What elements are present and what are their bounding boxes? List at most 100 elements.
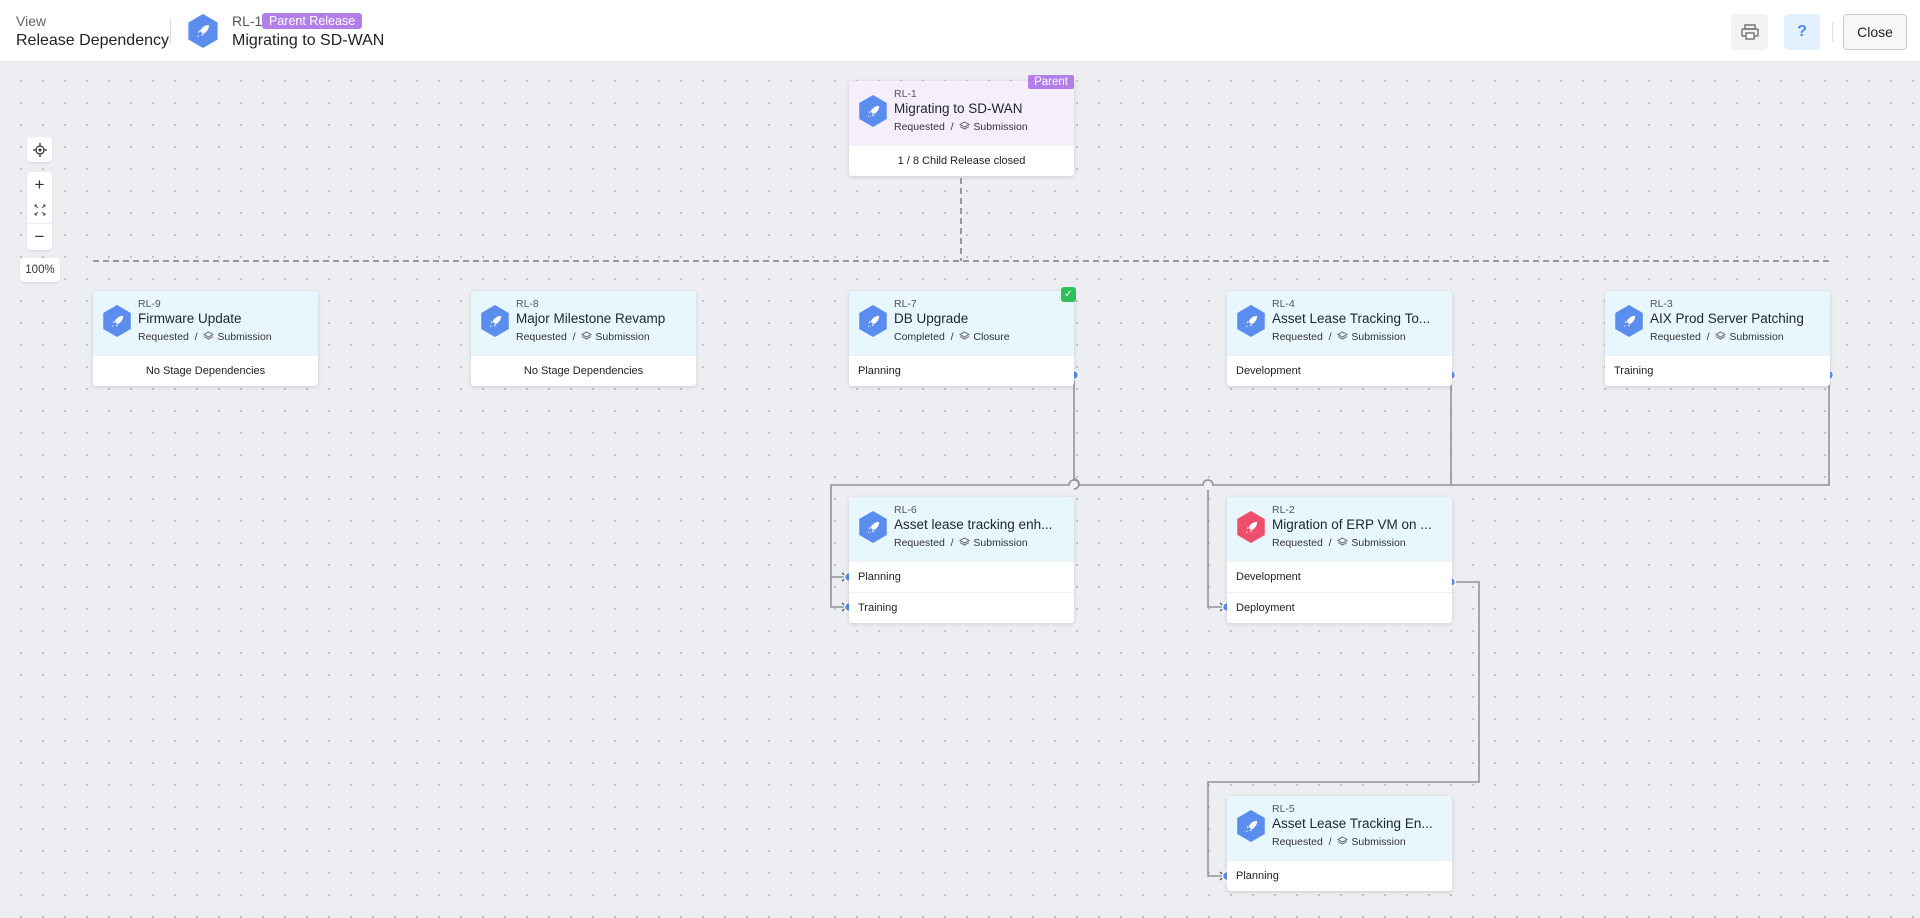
rocket-icon [1237, 511, 1265, 543]
expand-icon [34, 204, 45, 216]
divider [170, 18, 171, 45]
printer-icon [1740, 24, 1759, 40]
page-title: Release Dependency [16, 32, 169, 49]
rocket-icon [859, 95, 887, 127]
separator: / [950, 537, 954, 549]
stage-layers-icon [959, 537, 971, 546]
release-id: RL-1 [894, 88, 917, 100]
dependency-links [93, 178, 1835, 882]
stage-layers-icon [1337, 836, 1349, 845]
stage-layers-icon [203, 331, 215, 340]
close-button[interactable]: Close [1843, 14, 1907, 50]
release-name: Firmware Update [138, 311, 242, 326]
stage-row: Development [1227, 355, 1452, 386]
rocket-glyph [1245, 521, 1257, 533]
release-name: Asset Lease Tracking To... [1272, 311, 1431, 326]
help-button[interactable]: ? [1784, 14, 1820, 50]
parent-release-card[interactable]: Parent RL-1 Migrating to SD-WAN Requested… [849, 75, 1074, 176]
release-id: RL-6 [894, 504, 917, 516]
fit-screen-button[interactable] [34, 197, 46, 223]
rocket-icon [481, 305, 509, 337]
rocket-glyph [867, 315, 879, 327]
status-line: Requested / Submission [894, 121, 1028, 133]
stage: Submission [1351, 836, 1406, 848]
separator: / [1328, 331, 1332, 343]
recenter-button[interactable] [27, 137, 52, 162]
status: Requested [1272, 836, 1323, 848]
rocket-icon [859, 511, 887, 543]
release-id: RL-4 [1272, 298, 1295, 310]
status-line: Requested / Submission [516, 331, 650, 343]
rocket-icon [188, 14, 218, 48]
stage-row: Planning [1227, 860, 1452, 891]
stage-layers-icon [1337, 537, 1349, 546]
stage-layers-icon [1337, 331, 1349, 340]
rocket-glyph [1245, 820, 1257, 832]
rocket-glyph [1623, 315, 1635, 327]
stage: Submission [595, 331, 650, 343]
release-card-rl-6[interactable]: RL-6 Asset lease tracking enh... Requeste… [849, 497, 1074, 623]
stage-row: Planning [849, 561, 1074, 592]
stage: Submission [1351, 331, 1406, 343]
stage-layers-icon [959, 331, 971, 340]
release-id: RL-1 [232, 13, 263, 29]
stage-row: Development [1227, 561, 1452, 592]
crosshair-icon [32, 142, 47, 157]
rocket-icon [1615, 305, 1643, 337]
rocket-icon [1237, 305, 1265, 337]
completed-check-icon: ✓ [1061, 287, 1076, 302]
stage: Submission [217, 331, 272, 343]
status: Requested [894, 121, 945, 133]
stage: Closure [973, 331, 1010, 343]
release-name: Migration of ERP VM on ... [1272, 517, 1432, 532]
rocket-glyph [111, 315, 123, 327]
stage: Submission [1729, 331, 1784, 343]
zoom-level: 100% [20, 258, 60, 282]
parent-release-badge: Parent Release [262, 13, 363, 29]
separator: / [1706, 331, 1710, 343]
release-id: RL-7 [894, 298, 917, 310]
parent-badge: Parent [1028, 75, 1074, 89]
zoom-in-button[interactable]: + [34, 175, 45, 194]
stage-row: Planning [849, 355, 1074, 386]
status: Requested [1272, 331, 1323, 343]
release-id: RL-9 [138, 298, 161, 310]
release-name: Migrating to SD-WAN [232, 32, 385, 49]
release-name: AIX Prod Server Patching [1650, 311, 1804, 326]
release-id: RL-2 [1272, 504, 1295, 516]
child-summary: 1 / 8 Child Release closed [849, 145, 1074, 176]
separator: / [1328, 537, 1332, 549]
release-id: RL-8 [516, 298, 539, 310]
stage-row: No Stage Dependencies [93, 355, 318, 386]
release-card-rl-2[interactable]: RL-2 Migration of ERP VM on ... Requested… [1227, 497, 1452, 623]
status-line: Requested / Submission [138, 331, 272, 343]
stage: Submission [973, 121, 1028, 133]
dependency-canvas[interactable]: + − 100% Parent RL-1 Migrating to SD-WAN… [0, 62, 1920, 918]
status: Completed [894, 331, 945, 343]
divider [1832, 22, 1833, 42]
release-card-rl-4[interactable]: RL-4 Asset Lease Tracking To... Requested… [1227, 291, 1452, 386]
release-name: Asset lease tracking enh... [894, 517, 1053, 532]
separator: / [1328, 836, 1332, 848]
rocket-glyph [1245, 315, 1257, 327]
status-line: Requested / Submission [1272, 537, 1406, 549]
release-card-rl-5[interactable]: RL-5 Asset Lease Tracking En...Requested… [1227, 796, 1452, 891]
status: Requested [1272, 537, 1323, 549]
release-name: Migrating to SD-WAN [894, 101, 1023, 116]
status: Requested [138, 331, 189, 343]
status: Requested [516, 331, 567, 343]
release-name: DB Upgrade [894, 311, 969, 326]
status-line: Requested / Submission [894, 537, 1028, 549]
separator: / [950, 331, 954, 343]
status: Requested [1650, 331, 1701, 343]
rocket-glyph [489, 315, 501, 327]
stage-layers-icon [581, 331, 593, 340]
rocket-glyph [867, 521, 879, 533]
print-button[interactable] [1731, 14, 1768, 50]
zoom-out-button[interactable]: − [27, 223, 52, 248]
release-name: Asset Lease Tracking En... [1272, 816, 1433, 831]
